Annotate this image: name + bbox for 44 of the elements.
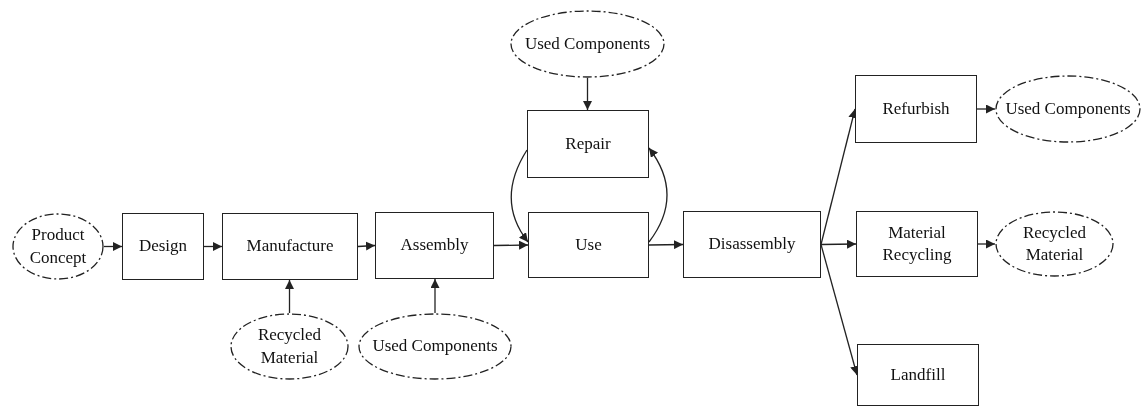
node-label: Repair [565, 132, 611, 155]
arrow [430, 278, 440, 314]
arrow [820, 239, 857, 249]
node-label: Disassembly [708, 233, 796, 256]
arrow [820, 243, 859, 376]
node-label: Recycled Material [256, 324, 323, 369]
process-box [375, 212, 494, 279]
process-box [528, 212, 649, 278]
dashed-ellipse [995, 211, 1114, 277]
process-box [222, 213, 358, 280]
arrow [976, 104, 996, 114]
node-label: Manufacture [246, 235, 334, 258]
node-label: Material Recycling [881, 221, 953, 266]
process-box [855, 75, 977, 143]
arrow [583, 77, 592, 111]
process-box [856, 211, 978, 277]
process-box [527, 110, 649, 178]
node-label: Design [138, 235, 188, 258]
arrow [648, 240, 684, 250]
arrow [648, 147, 668, 243]
arrow [493, 240, 529, 250]
dashed-ellipse [12, 213, 104, 280]
dashed-ellipse [358, 313, 512, 380]
process-box [683, 211, 821, 278]
process-box [857, 344, 979, 406]
node-label: Landfill [890, 363, 946, 386]
dashed-ellipse [230, 313, 349, 380]
node-label: Used Components [524, 32, 651, 55]
arrow [510, 149, 529, 243]
arrow [977, 239, 996, 249]
node-label: Refurbish [882, 97, 950, 120]
node-label: Used Components [372, 335, 498, 358]
arrow [203, 242, 223, 251]
node-label: Use [575, 233, 602, 256]
arrow [285, 279, 294, 314]
dashed-ellipse [995, 75, 1141, 143]
dashed-ellipse [510, 10, 665, 78]
node-label: Recycled Material [1021, 221, 1088, 266]
node-label: Assembly [400, 234, 469, 257]
process-box [122, 213, 204, 280]
arrow [103, 242, 123, 251]
node-label: Used Components [1005, 97, 1131, 120]
node-label: Product Concept [28, 224, 88, 269]
arrow [357, 241, 376, 251]
